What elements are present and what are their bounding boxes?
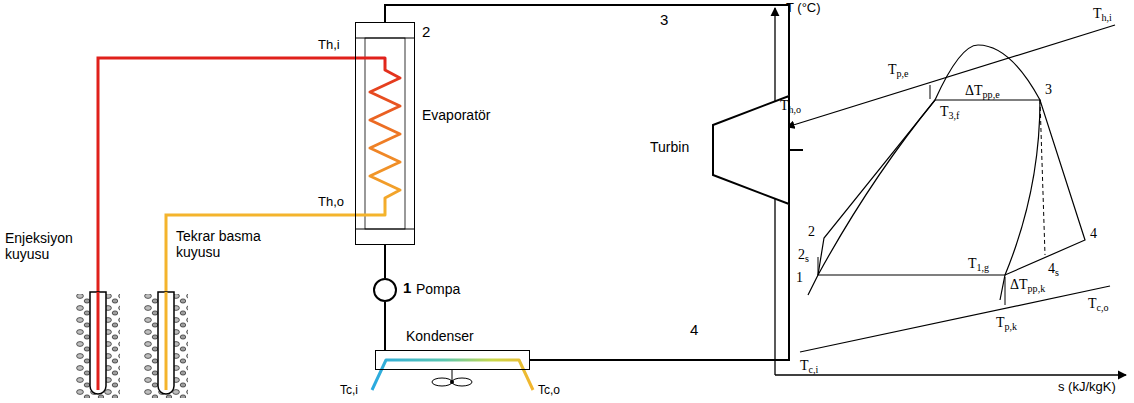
chart-label: T3,f (940, 104, 959, 119)
well-pipe (97, 292, 100, 390)
isentropic-expansion (1040, 100, 1045, 255)
node-label: Enjeksiyon kuyusu (5, 230, 87, 262)
chart-label: 2 (808, 224, 815, 239)
well-casing (158, 292, 174, 394)
callout-label: 4 (690, 322, 698, 339)
chart-label: Tp,e (888, 62, 909, 77)
callout-label: Th,i (318, 38, 340, 52)
cycle-pipe (384, 245, 386, 278)
well-casing (90, 292, 106, 394)
callout-label: Tc,i (340, 384, 358, 397)
chart-label: Th,i (1093, 6, 1112, 21)
well-pipe (165, 292, 168, 390)
turbine-body (713, 96, 789, 204)
evaporator-internals (355, 38, 415, 229)
reinjection-well-outline (144, 292, 188, 398)
cold-fluid-line (800, 286, 1110, 352)
cycle-pipe (384, 302, 386, 350)
chart-label: Tp,k (996, 315, 1017, 330)
pump-symbol-outline (373, 278, 397, 302)
node-label: Evaporatör (422, 107, 490, 123)
evaporator-box: Evaporatör (355, 22, 415, 245)
cycle-path (818, 100, 1085, 275)
pinch-evaporator (930, 85, 931, 99)
callout-label: 1 (403, 280, 411, 297)
cycle-pipe (530, 205, 789, 360)
chart-label: ΔTpp,e (965, 83, 1000, 98)
geothermal-pipe (98, 58, 355, 292)
chart-label: Th,o (780, 98, 801, 113)
node-label: Kondenser (406, 328, 474, 344)
chart-label: Tc,o (1088, 296, 1109, 311)
callout-label: 3 (660, 12, 668, 29)
chart-label: 2s (798, 247, 809, 262)
reinjection-well: Tekrar basma kuyusu (144, 292, 188, 398)
cycle-pipe (385, 5, 789, 95)
injection-well-outline (76, 292, 120, 398)
x-axis (775, 374, 1126, 375)
condenser-box: Kondenser (375, 350, 530, 370)
pump-symbol: Pompa (373, 278, 397, 302)
saturation-dome (808, 45, 1040, 300)
callout-label: Tc,o (538, 384, 560, 397)
callout-label: s (kJ/kgK) (1058, 380, 1116, 394)
node-label: Tekrar basma kuyusu (176, 228, 276, 260)
chart-label: Tc,i (800, 358, 818, 373)
node-label: Turbin (650, 139, 689, 155)
callout-label: Th,o (318, 195, 344, 209)
chart-label: 3 (1045, 82, 1052, 97)
node-label: Pompa (416, 281, 460, 297)
ts-chart (775, 8, 1126, 375)
condenser-internals (372, 360, 533, 390)
callout-label: T (°C) (786, 1, 821, 15)
turbine-symbol: Turbin (712, 95, 790, 205)
callout-label: 2 (422, 24, 430, 41)
isentropic-pump (818, 257, 819, 275)
injection-well: Enjeksiyon kuyusu (76, 292, 120, 398)
pump-circle (374, 279, 396, 301)
chart-label: 4 (1090, 226, 1097, 241)
chart-label: 4s (1048, 261, 1059, 276)
turbine-shaft (790, 149, 803, 151)
turbine-symbol-outline (712, 95, 790, 205)
chart-label: T1,g (968, 256, 989, 271)
geothermal-pipe (166, 215, 355, 292)
hot-fluid-line (787, 25, 1115, 127)
chart-label: ΔTpp,k (1010, 277, 1045, 292)
pinch-condenser (1005, 277, 1006, 305)
chart-label: 1 (796, 270, 803, 285)
